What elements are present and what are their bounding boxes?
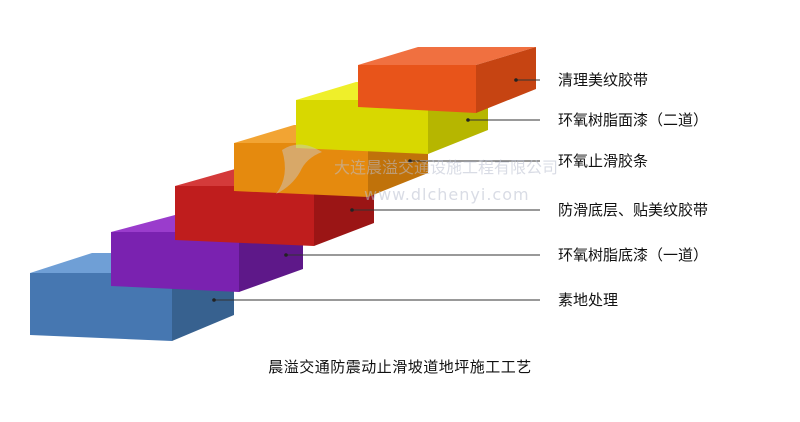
- leader-dot: [466, 118, 470, 122]
- layer-block-front: [175, 186, 314, 246]
- leader-dot: [408, 159, 412, 163]
- layer-label: 防滑底层、贴美纹胶带: [558, 201, 709, 219]
- layer-block-front: [296, 100, 428, 154]
- watermark-company: 大连晨溢交通设施工程有限公司: [334, 158, 558, 177]
- watermark: 大连晨溢交通设施工程有限公司 www.dlchenyi.com: [276, 144, 558, 204]
- layer-block-side: [476, 47, 536, 113]
- layer-label: 环氧树脂底漆（一道）: [558, 246, 709, 264]
- layer-block-front: [111, 232, 239, 292]
- layer-label: 环氧止滑胶条: [558, 152, 649, 170]
- watermark-url: www.dlchenyi.com: [364, 185, 530, 204]
- leader-dot: [350, 208, 354, 212]
- layer-block: [358, 47, 536, 113]
- layer-block-front: [30, 273, 172, 341]
- leader-dot: [514, 78, 518, 82]
- leader-dot: [212, 298, 216, 302]
- leader-dot: [284, 253, 288, 257]
- layer-block-front: [358, 65, 476, 113]
- diagram-caption: 晨溢交通防震动止滑坡道地坪施工工艺: [268, 358, 532, 376]
- layer-label: 清理美纹胶带: [558, 71, 649, 89]
- layer-label: 素地处理: [558, 291, 619, 309]
- layer-block-top: [358, 47, 536, 65]
- watermark-logo-icon: [276, 144, 322, 194]
- layer-block-front: [234, 143, 368, 197]
- layer-label: 环氧树脂面漆（二道）: [558, 111, 709, 129]
